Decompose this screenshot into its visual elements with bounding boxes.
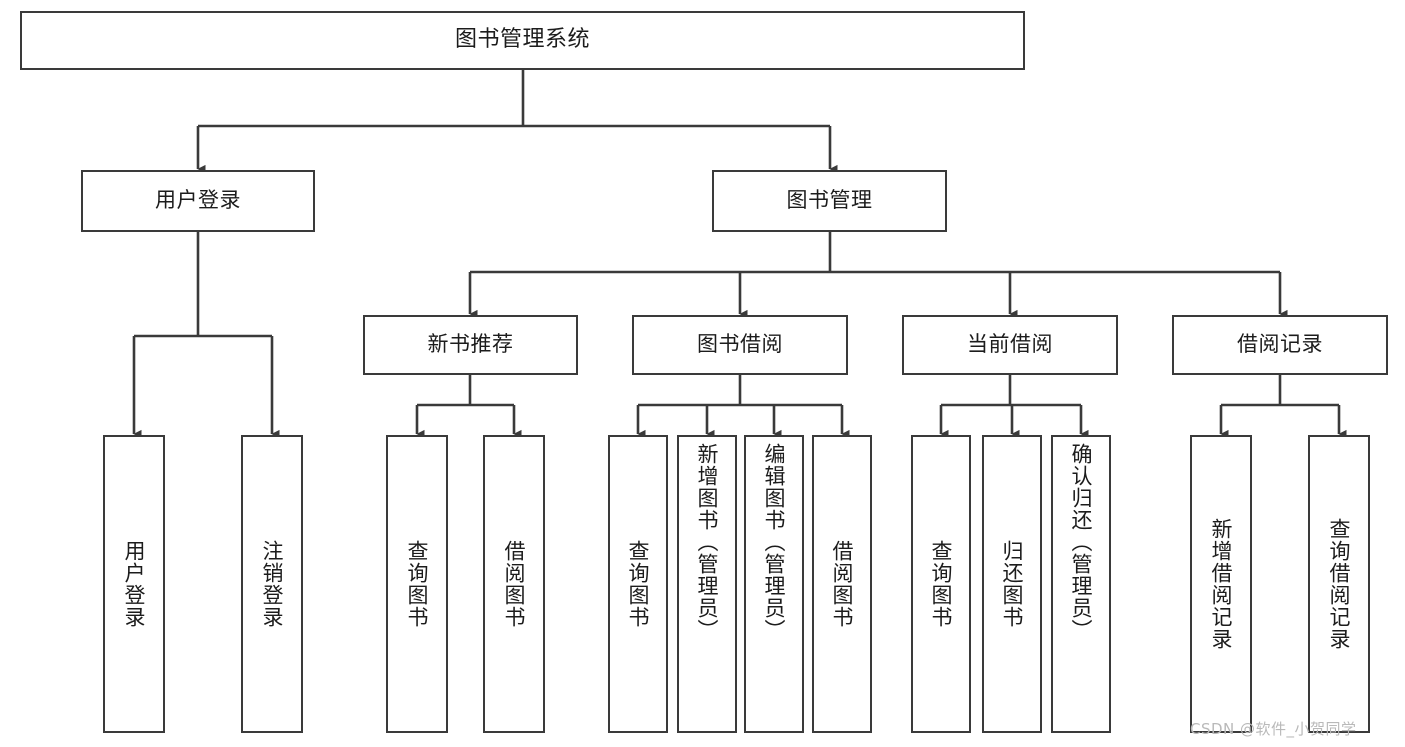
node-label: 借阅图书 <box>502 540 527 628</box>
node-leaf-query-book-2[interactable]: 查询图书 <box>608 435 668 733</box>
node-leaf-confirm-return[interactable]: 确认归还（管理员） <box>1051 435 1111 733</box>
node-label: 新增图书（管理员） <box>695 443 720 641</box>
node-label: 新书推荐 <box>427 332 514 357</box>
node-user-login[interactable]: 用户登录 <box>81 170 315 232</box>
node-label: 新增借阅记录 <box>1209 518 1234 650</box>
node-label: 查询图书 <box>626 540 651 628</box>
node-leaf-borrow-book-2[interactable]: 借阅图书 <box>812 435 872 733</box>
node-leaf-query-book-1[interactable]: 查询图书 <box>386 435 448 733</box>
node-root[interactable]: 图书管理系统 <box>20 11 1025 70</box>
node-current-borrow[interactable]: 当前借阅 <box>902 315 1118 375</box>
node-label: 借阅记录 <box>1237 332 1323 357</box>
node-label: 查询图书 <box>405 540 430 628</box>
watermark: CSDN @软件_小贺同学 <box>1190 720 1357 738</box>
node-borrow-record[interactable]: 借阅记录 <box>1172 315 1388 375</box>
node-leaf-user-logout[interactable]: 注销登录 <box>241 435 303 733</box>
node-new-book-rec[interactable]: 新书推荐 <box>363 315 578 375</box>
node-label: 确认归还（管理员） <box>1069 443 1094 641</box>
node-label: 编辑图书（管理员） <box>762 443 787 641</box>
node-leaf-edit-book[interactable]: 编辑图书（管理员） <box>744 435 804 733</box>
node-book-manage[interactable]: 图书管理 <box>712 170 947 232</box>
node-label: 图书管理系统 <box>454 27 590 53</box>
node-leaf-user-login[interactable]: 用户登录 <box>103 435 165 733</box>
node-leaf-query-book-3[interactable]: 查询图书 <box>911 435 971 733</box>
node-label: 借阅图书 <box>830 540 855 628</box>
node-leaf-return-book[interactable]: 归还图书 <box>982 435 1042 733</box>
node-label: 注销登录 <box>260 540 285 628</box>
node-leaf-add-book[interactable]: 新增图书（管理员） <box>677 435 737 733</box>
node-leaf-query-record[interactable]: 查询借阅记录 <box>1308 435 1370 733</box>
node-label: 当前借阅 <box>967 332 1053 357</box>
node-label: 用户登录 <box>155 188 241 213</box>
node-label: 图书借阅 <box>697 332 783 357</box>
node-label: 图书管理 <box>786 188 873 213</box>
node-book-borrow[interactable]: 图书借阅 <box>632 315 848 375</box>
node-label: 查询图书 <box>929 540 954 628</box>
node-leaf-add-record[interactable]: 新增借阅记录 <box>1190 435 1252 733</box>
node-label: 查询借阅记录 <box>1327 518 1352 650</box>
node-label: 归还图书 <box>1000 540 1025 628</box>
node-label: 用户登录 <box>122 540 147 628</box>
node-leaf-borrow-book-1[interactable]: 借阅图书 <box>483 435 545 733</box>
